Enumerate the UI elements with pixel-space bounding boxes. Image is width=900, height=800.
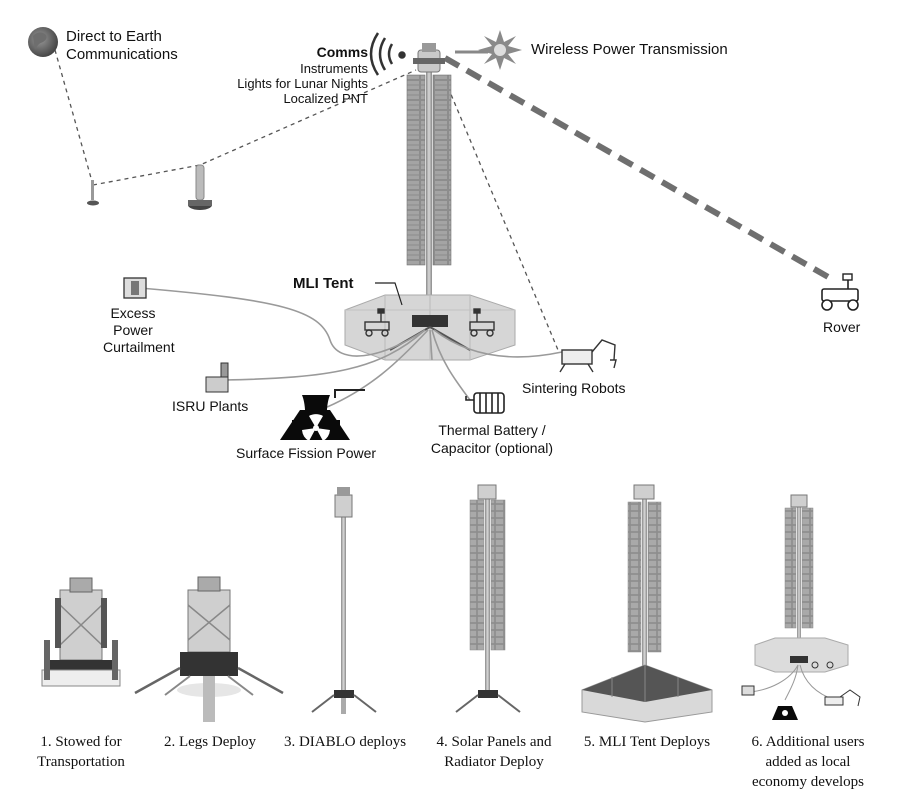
step-5-illustration [581,484,713,723]
step-5-line-1: 5. MLI Tent Deploys [583,734,711,750]
step-4-line-1: 4. Solar Panels and [436,734,552,750]
comm-links [54,49,559,351]
step-2-caption: 2. Legs Deploy [145,732,275,752]
step-4-caption: 4. Solar Panels and Radiator Deploy [420,732,568,772]
step-1-line-1: 1. Stowed for [40,734,122,750]
step-1-caption: 1. Stowed for Transportation [16,732,146,772]
mli-pointer-line [375,282,403,306]
step-1-line-2: Transportation [37,754,125,770]
earth-link-line [54,49,94,186]
isru-plant-icon [205,362,229,393]
direct-to-earth-line-1: Direct to Earth [66,28,162,45]
lander-relay-icon [188,164,212,210]
thermal-line-2: Capacitor (optional) [430,440,554,456]
radiation-icon [280,389,365,441]
instruments-label: Instruments [300,61,368,76]
step-2-illustration [134,576,284,722]
step-2-line-1: 2. Legs Deploy [163,734,257,750]
excess-power-line-3: Curtailment [103,339,175,355]
main-tower [406,43,452,330]
relay-link-line [92,69,417,186]
rover-icon [821,273,859,311]
pnt-label: Localized PNT [283,91,368,106]
step-6-line-2: added as local [765,754,851,770]
excess-power-line-2: Power [113,322,153,338]
isru-label: ISRU Plants [172,398,249,414]
excess-power-icon [123,277,147,299]
direct-to-earth-line-2: Communications [66,46,178,63]
step-4-illustration [455,484,521,713]
robot-arm-icon [559,339,617,373]
power-burst-icon [478,30,522,70]
fission-label: Surface Fission Power [236,445,377,461]
thermal-battery-icon [465,392,505,414]
step-1-illustration [41,577,121,687]
step-6-line-1: 6. Additional users [751,734,865,750]
relay-beacon-icon [87,180,99,206]
signal-waves-icon [369,32,406,76]
rover-label: Rover [823,319,861,335]
step-6-line-3: economy develops [751,774,865,790]
power-cables [139,287,563,411]
step-5-caption: 5. MLI Tent Deploys [572,732,722,752]
lights-label: Lights for Lunar Nights [237,76,368,91]
step-3-line-1: 3. DIABLO deploys [283,734,407,750]
thermal-line-1: Thermal Battery / [438,422,546,438]
wireless-power-label: Wireless Power Transmission [531,41,728,58]
tent-robots [364,308,495,337]
mli-tent-label: MLI Tent [293,275,354,292]
mli-tent [344,294,516,361]
globe-icon [28,27,58,57]
step-3-caption: 3. DIABLO deploys [275,732,415,752]
step-6-illustration [741,494,861,720]
step-4-line-2: Radiator Deploy [444,754,544,770]
direct-to-earth-label: Direct to Earth Communications [66,28,178,64]
excess-power-label: Excess Power Curtailment [103,305,175,356]
sintering-link-line [444,79,559,351]
wireless-power-beam [443,55,832,281]
sintering-label: Sintering Robots [522,380,626,396]
comms-label: Comms [316,44,368,60]
step-6-caption: 6. Additional users added as local econo… [728,732,888,792]
step-3-illustration [311,487,377,714]
excess-power-line-1: Excess [110,305,156,321]
thermal-battery-label: Thermal Battery / Capacitor (optional) [417,421,567,457]
